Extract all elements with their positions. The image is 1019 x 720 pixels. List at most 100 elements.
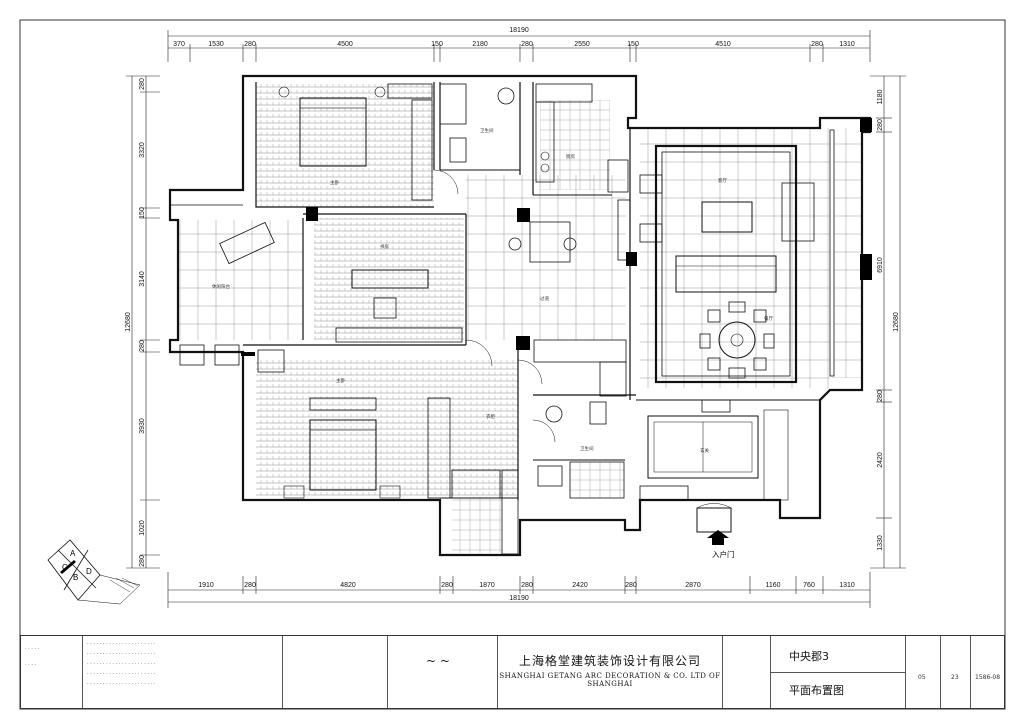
svg-text:书房: 书房 — [380, 243, 389, 250]
title-block-cell-6 — [723, 636, 771, 708]
foyer-rug — [647, 415, 759, 479]
svg-text:280: 280 — [244, 41, 256, 48]
drawing-title: 平面布置图 — [789, 684, 844, 697]
right-dimension-text: 12680 1180 280 6910 280 2420 1330 — [877, 89, 900, 550]
project-cell: 中央郡3 平面布置图 — [771, 636, 906, 708]
svg-text:370: 370 — [173, 41, 185, 48]
bottom-dimension-text: 1910 280 4820 280 1870 280 2420 280 2870… — [198, 582, 855, 602]
east-balcony-floor — [832, 128, 862, 378]
svg-text:C: C — [62, 563, 68, 572]
bottom-dimension-lines — [167, 572, 871, 608]
tv-cabinet — [781, 182, 815, 242]
room-labels: 主卧 书房 休闲阳台 过道 客厅 餐厅 厨房 卫生间 衣柜 卫生间 玄关 主卧 — [212, 127, 773, 454]
balcony-floor — [178, 220, 303, 340]
shower-1 — [439, 83, 467, 125]
drawing-code-cell: 1586-08 — [975, 674, 1001, 681]
right-dimension-lines — [870, 75, 906, 569]
overall-width-top: 18190 — [509, 27, 529, 34]
svg-text:280: 280 — [139, 555, 146, 567]
svg-text:6910: 6910 — [877, 257, 884, 273]
svg-text:1910: 1910 — [198, 582, 214, 589]
svg-text:过道: 过道 — [540, 295, 549, 302]
closet-floor — [452, 498, 502, 553]
left-dimension-lines — [126, 75, 160, 569]
living-rug — [654, 144, 798, 384]
svg-text:280: 280 — [521, 41, 533, 48]
svg-text:卫生间: 卫生间 — [580, 445, 594, 452]
svg-text:12680: 12680 — [125, 312, 132, 332]
entrance-door — [696, 507, 732, 533]
notes-cell: · · · · · · · · · · · · · · · · · · · · … — [83, 636, 283, 708]
master-wardrobe — [427, 397, 451, 499]
svg-text:280: 280 — [877, 390, 884, 402]
project-name: 中央郡3 — [789, 650, 829, 663]
svg-text:2420: 2420 — [877, 452, 884, 468]
bedroom-1-floor — [256, 82, 434, 207]
top-dimension-lines — [167, 30, 871, 62]
kitchen-sink-counter — [535, 83, 593, 103]
structural-columns — [241, 118, 872, 356]
svg-text:1870: 1870 — [479, 582, 495, 589]
floor-plan — [168, 74, 872, 557]
svg-text:主卧: 主卧 — [330, 179, 339, 186]
svg-text:1330: 1330 — [877, 535, 884, 551]
dining-table — [718, 321, 756, 359]
top-dimension-text: 18190 370 1530 280 4500 150 2180 280 255… — [173, 27, 855, 48]
svg-text:4510: 4510 — [715, 41, 731, 48]
study-desk — [351, 269, 429, 289]
svg-text:3930: 3930 — [139, 418, 146, 434]
svg-text:2550: 2550 — [574, 41, 590, 48]
svg-text:150: 150 — [139, 207, 146, 219]
lounge-chair — [219, 221, 275, 265]
company-name-cn: 上海格堂建筑装饰设计有限公司 — [518, 654, 701, 668]
master-bedroom-floor — [256, 358, 518, 498]
sofa — [675, 255, 777, 293]
svg-text:280: 280 — [521, 582, 533, 589]
svg-text:1160: 1160 — [765, 582, 780, 589]
svg-text:280: 280 — [244, 582, 256, 589]
svg-text:280: 280 — [877, 119, 884, 131]
svg-text:3320: 3320 — [139, 142, 146, 158]
company-name-en: SHANGHAI GETANG ARC DECORATION & CO. LTD… — [499, 672, 721, 688]
svg-text:280: 280 — [139, 340, 146, 352]
svg-text:4500: 4500 — [337, 41, 353, 48]
title-block: · · · · · · · · · · · · · · · · · · · · … — [20, 635, 1005, 709]
svg-text:餐厅: 餐厅 — [764, 315, 773, 322]
svg-text:衣柜: 衣柜 — [486, 413, 495, 420]
compass-icon: A B C D — [47, 539, 141, 605]
svg-text:280: 280 — [139, 78, 146, 90]
svg-text:280: 280 — [811, 41, 823, 48]
title-block-cell-1: · · · · · · · · · — [21, 636, 83, 708]
svg-text:760: 760 — [803, 582, 815, 589]
svg-text:1310: 1310 — [839, 582, 855, 589]
svg-text:2180: 2180 — [472, 41, 488, 48]
svg-text:2420: 2420 — [572, 582, 588, 589]
dining-chairs — [699, 301, 775, 379]
kitchen-floor — [540, 100, 610, 190]
bedroom-1-wardrobe — [411, 99, 433, 201]
svg-text:客厅: 客厅 — [718, 177, 727, 184]
living-floor — [640, 128, 830, 388]
overall-width-bottom: 18190 — [509, 595, 529, 602]
entrance-arrow-icon — [707, 530, 729, 545]
svg-text:D: D — [86, 567, 92, 576]
company-cell: 上海格堂建筑装饰设计有限公司 SHANGHAI GETANG ARC DECOR… — [498, 636, 723, 708]
svg-text:2870: 2870 — [685, 582, 701, 589]
study-floor — [314, 218, 464, 340]
sheet-border — [19, 19, 1006, 710]
svg-text:1530: 1530 — [208, 41, 224, 48]
left-dimension-text: 12680 280 3320 150 3140 280 3930 1020 28… — [125, 78, 146, 567]
svg-text:1020: 1020 — [139, 520, 146, 536]
svg-text:3140: 3140 — [139, 271, 146, 287]
svg-text:休闲阳台: 休闲阳台 — [212, 283, 230, 290]
svg-text:12680: 12680 — [893, 312, 900, 332]
svg-text:B: B — [73, 573, 78, 582]
title-block-cell-3 — [283, 636, 388, 708]
svg-text:1310: 1310 — [839, 41, 855, 48]
hallway-floor — [466, 175, 626, 340]
svg-text:A: A — [70, 549, 76, 558]
svg-text:4820: 4820 — [340, 582, 356, 589]
svg-text:玄关: 玄关 — [700, 447, 709, 454]
svg-text:卫生间: 卫生间 — [480, 127, 494, 134]
entrance-label: 入户门 — [712, 549, 735, 559]
